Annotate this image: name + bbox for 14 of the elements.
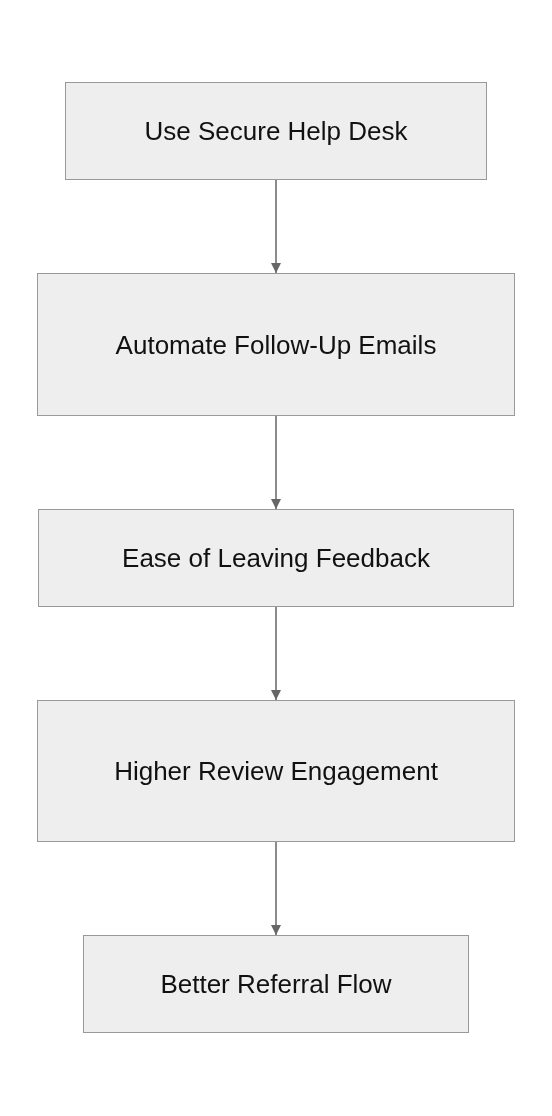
process-box [65,82,487,180]
box-label: Ease of Leaving Feedback [121,542,431,575]
process-box [38,509,514,607]
arrow [271,841,281,936]
arrow [271,415,281,510]
arrow [271,606,281,701]
process-box [37,700,515,842]
box-label: Better Referral Flow [159,968,393,1001]
box-label: Use Secure Help Desk [143,115,409,148]
process-box [37,273,515,416]
box-label: Higher Review Engagement [113,755,439,788]
process-box [83,935,469,1033]
arrow [271,179,281,274]
box-label: Automate Follow-Up Emails [114,328,438,362]
